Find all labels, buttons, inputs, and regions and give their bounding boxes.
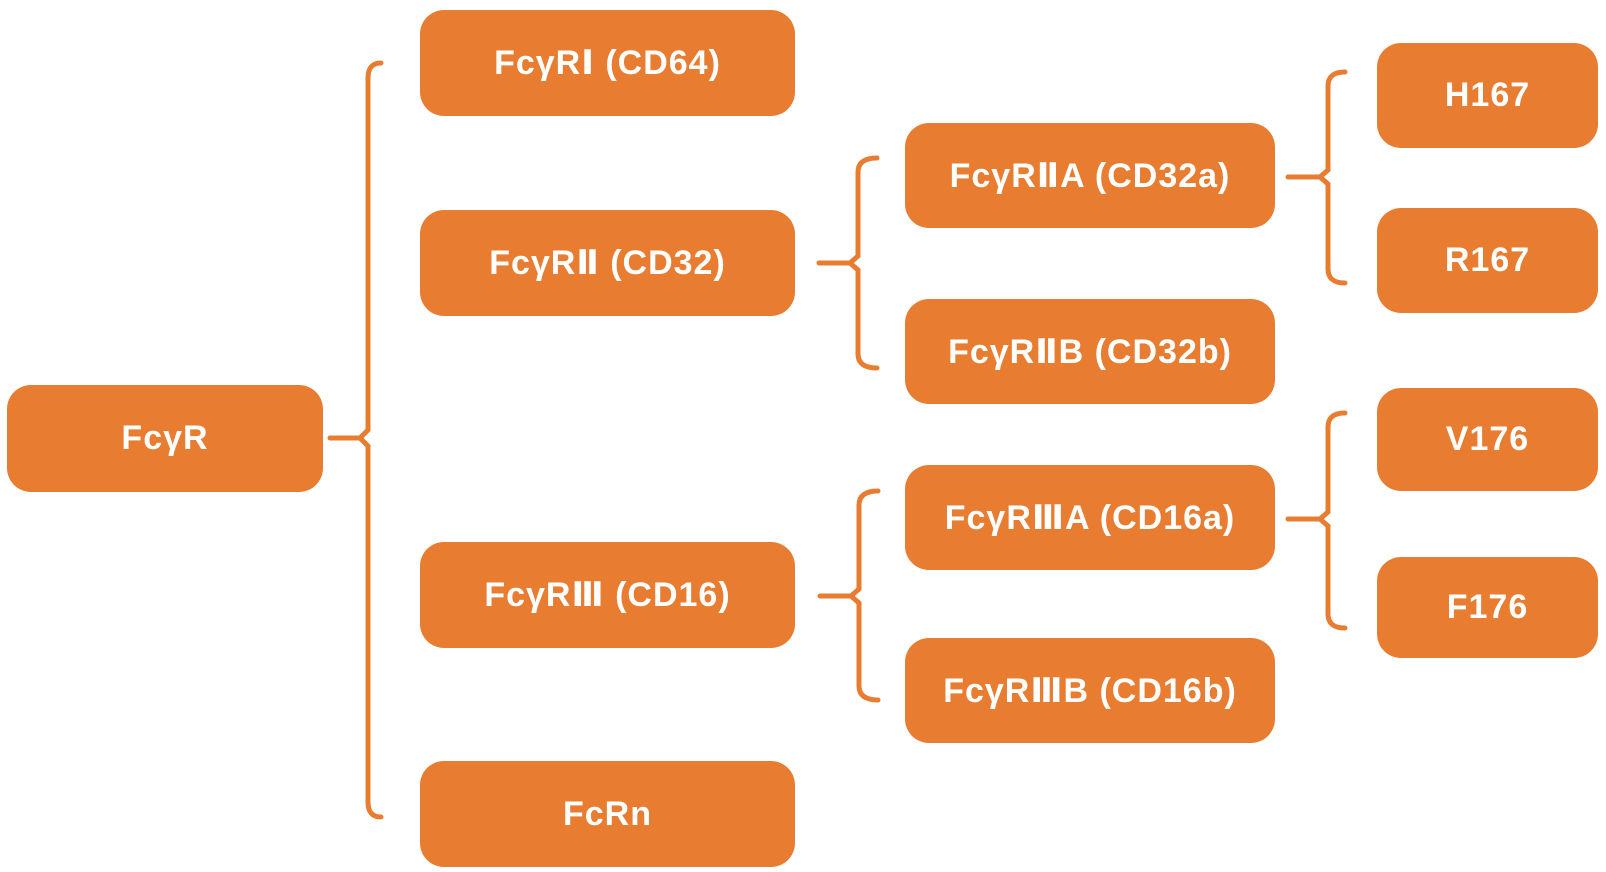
node-fcrn: FcRn (420, 761, 795, 867)
node-fcgr3b-cd16b: FcγRⅢB (CD16b) (905, 638, 1275, 743)
node-fcgr-root: FcγR (7, 385, 323, 492)
node-fcgr3-cd16: FcγRⅢ (CD16) (420, 542, 795, 648)
brace-fcgr2-children (846, 155, 880, 371)
node-variant-v176: V176 (1377, 388, 1598, 491)
node-fcgr1-cd64: FcγRⅠ (CD64) (420, 10, 795, 116)
brace-fcgr3-children (847, 488, 881, 703)
node-fcgr2a-cd32a: FcγRⅡA (CD32a) (905, 123, 1275, 228)
node-fcgr2-cd32: FcγRⅡ (CD32) (420, 210, 795, 316)
node-variant-r167: R167 (1377, 208, 1598, 313)
node-fcgr2b-cd32b: FcγRⅡB (CD32b) (905, 299, 1275, 404)
brace-root-children (356, 60, 384, 820)
brace-fcgr2a-variants (1316, 69, 1348, 286)
node-variant-h167: H167 (1377, 43, 1598, 148)
node-fcgr3a-cd16a: FcγRⅢA (CD16a) (905, 465, 1275, 570)
node-variant-f176: F176 (1377, 557, 1598, 658)
brace-fcgr3a-variants (1316, 410, 1348, 631)
